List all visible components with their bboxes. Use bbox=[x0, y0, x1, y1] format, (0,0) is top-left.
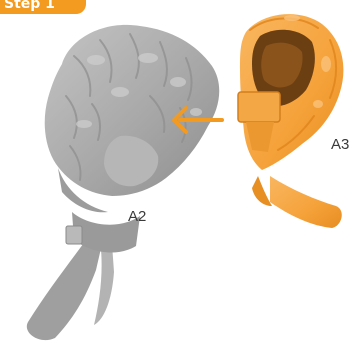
part-label-a2: A2 bbox=[128, 209, 146, 225]
part-a2-model bbox=[27, 25, 219, 340]
part-a3-model bbox=[238, 14, 343, 228]
part-label-a3: A3 bbox=[331, 137, 349, 153]
